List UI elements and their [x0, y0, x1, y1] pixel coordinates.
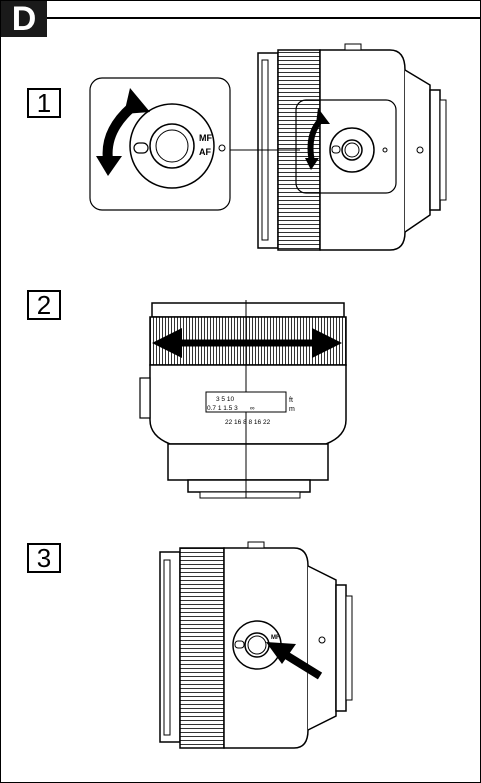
step1-lens-side-view — [257, 43, 447, 251]
step-1-label: 1 — [27, 88, 61, 118]
step2-lens-top-view: 3 5 10 0.7 1 1.5 3 ∞ ft m 22 16 8 8 16 2… — [139, 300, 347, 499]
step-2-label: 2 — [27, 290, 61, 320]
m-scale: 0.7 1 1.5 3 — [207, 405, 238, 412]
af-label: AF — [199, 147, 211, 157]
mf-label: MF — [199, 133, 212, 143]
step1-switch-closeup: MF AF — [89, 77, 231, 211]
m-unit: m — [289, 406, 295, 413]
ft-unit: ft — [289, 397, 293, 404]
step-3-label: 3 — [27, 543, 61, 573]
dof-scale: 22 16 8 8 16 22 — [225, 419, 271, 426]
section-label: D — [1, 1, 47, 37]
infinity-mark: ∞ — [250, 405, 255, 412]
step3-mf-label: MF — [271, 635, 280, 641]
ft-scale: 3 5 10 — [216, 396, 234, 403]
step3-lens-side-view: MF — [159, 541, 353, 749]
header-rule — [47, 17, 480, 19]
